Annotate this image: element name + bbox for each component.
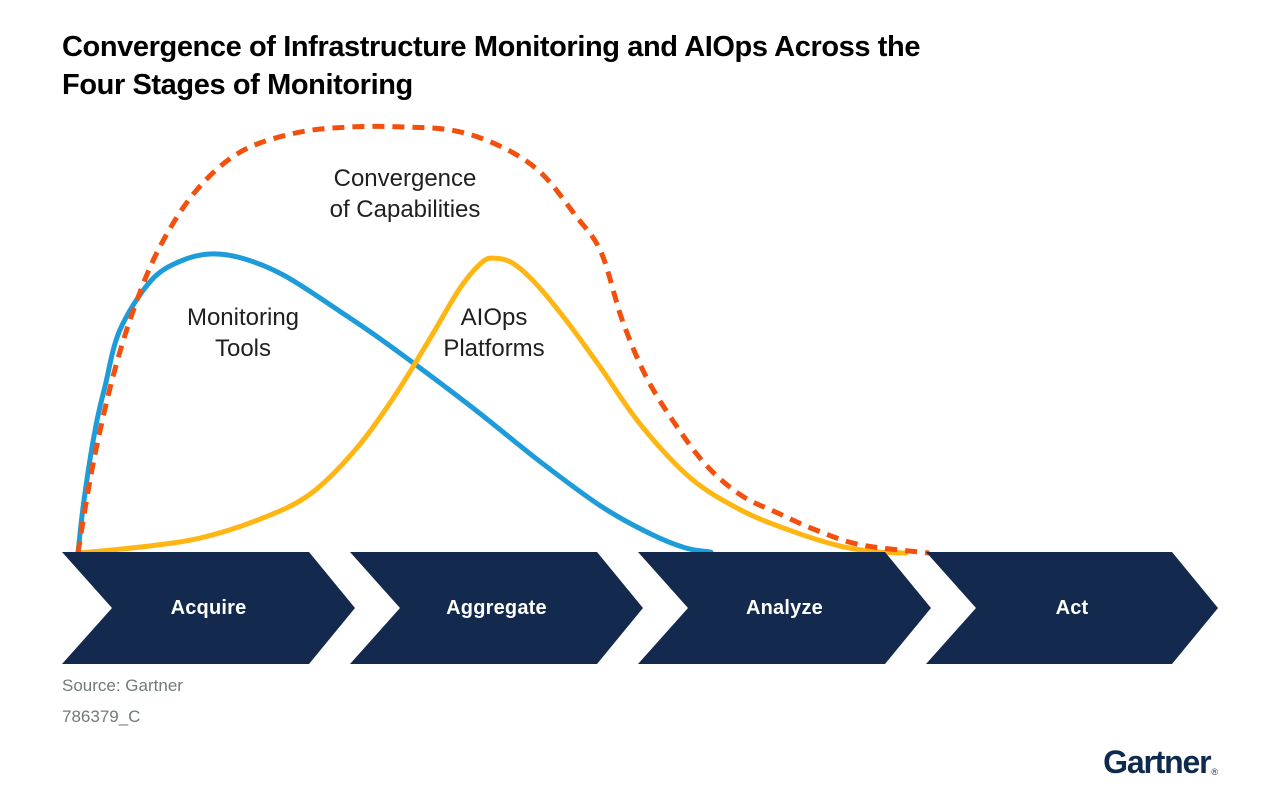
source-attribution: Source: Gartner — [62, 676, 183, 695]
curve-label-convergence-of-capabilities: Convergence of Capabilities — [329, 165, 481, 223]
page-title: Convergence of Infrastructure Monitoring… — [62, 31, 921, 101]
stage-arrow-act: Act — [926, 552, 1218, 664]
registered-trademark-icon: ® — [1211, 767, 1218, 777]
stage-label-acquire: Acquire — [170, 596, 247, 619]
gartner-wordmark: Gartner — [1103, 744, 1211, 780]
curve-monitoring-tools — [75, 251, 714, 556]
curve-label-monitoring-tools: Monitoring Tools — [186, 304, 300, 362]
stage-arrow-analyze: Analyze — [638, 552, 931, 664]
gartner-logo: Gartner ® — [1103, 746, 1218, 778]
stage-arrow-aggregate: Aggregate — [350, 552, 643, 664]
stage-label-analyze: Analyze — [746, 596, 823, 619]
curve-label-aiops-platforms: AIOps Platforms — [443, 304, 545, 362]
stage-arrow-acquire: Acquire — [62, 552, 355, 664]
document-id: 786379_C — [62, 707, 141, 726]
stage-label-act: Act — [1055, 596, 1089, 619]
stage-label-aggregate: Aggregate — [446, 596, 547, 619]
